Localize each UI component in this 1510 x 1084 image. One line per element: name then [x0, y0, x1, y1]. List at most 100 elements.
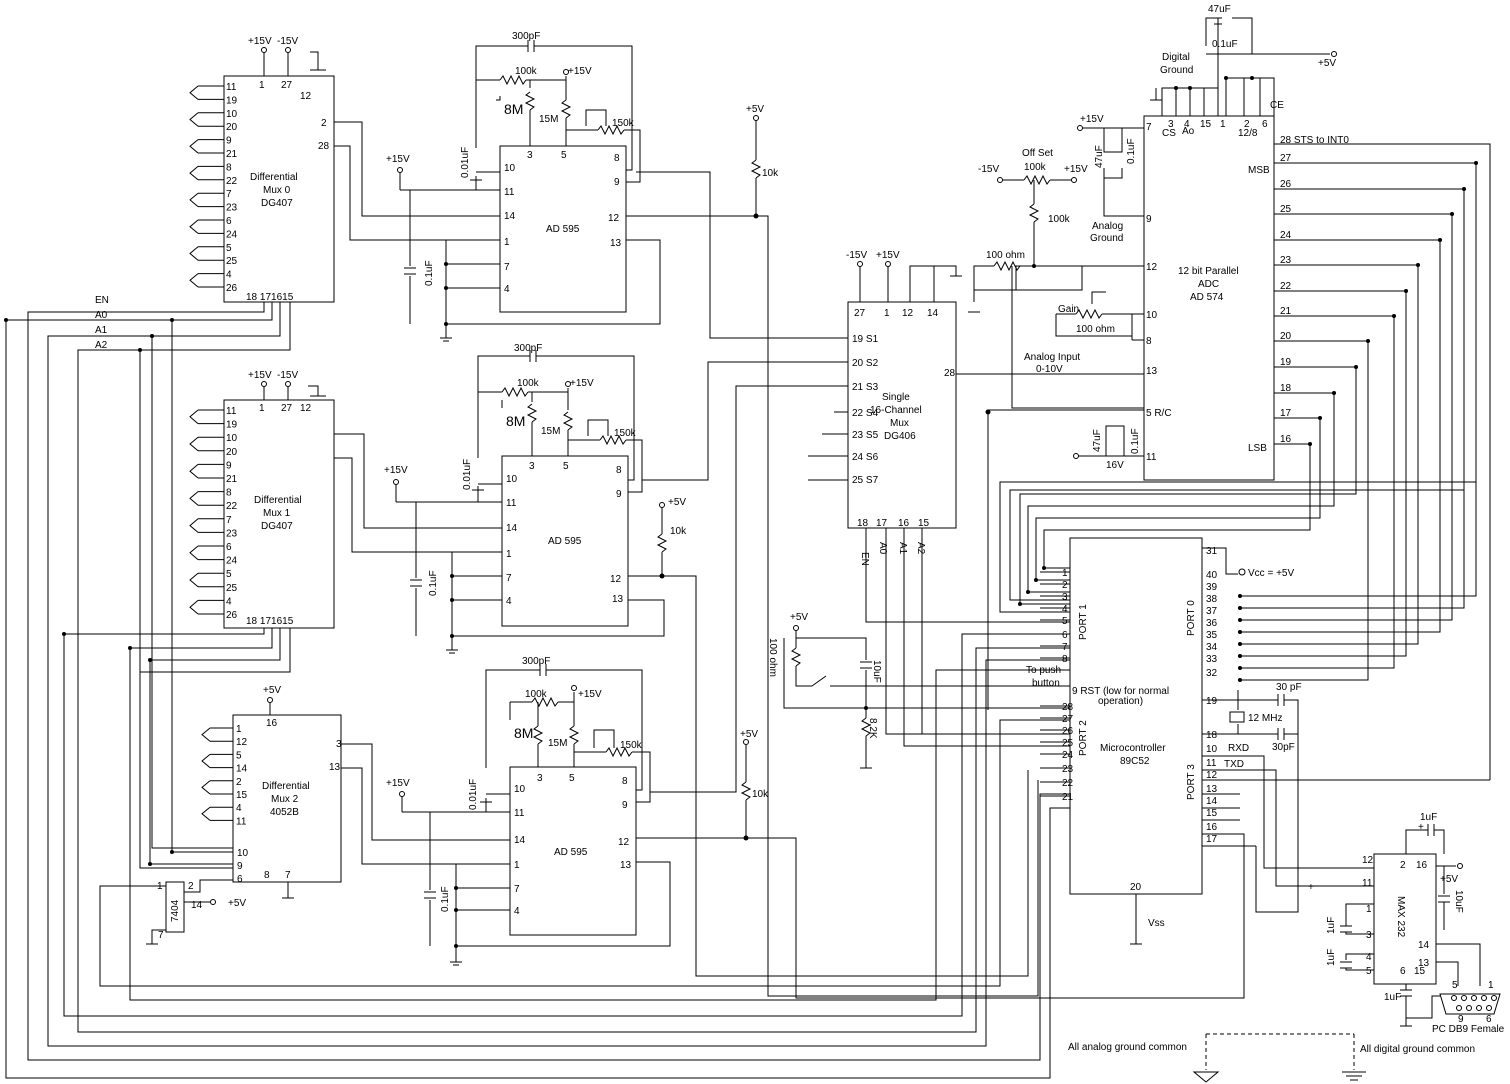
svg-text:1uF: 1uF	[1326, 917, 1337, 934]
svg-text:7: 7	[158, 930, 164, 941]
svg-text:+15V: +15V	[568, 66, 592, 77]
svg-text:12: 12	[618, 837, 630, 848]
svg-text:8: 8	[614, 153, 620, 164]
svg-text:100k: 100k	[515, 66, 538, 77]
svg-text:A0: A0	[95, 310, 108, 321]
pin-label: 24	[226, 229, 238, 240]
svg-text:TXD: TXD	[1224, 759, 1244, 770]
pin-label: 23	[1062, 764, 1074, 775]
svg-text:+15V: +15V	[1080, 114, 1104, 125]
svg-text:A0: A0	[877, 542, 888, 555]
svg-text:2: 2	[188, 881, 194, 892]
pin-label: 15	[236, 790, 248, 801]
svg-text:10k: 10k	[762, 168, 779, 179]
svg-text:21 S3: 21 S3	[852, 382, 879, 393]
svg-text:1uF: 1uF	[1420, 812, 1437, 823]
pin-label: 13	[1206, 784, 1218, 795]
pin-label: 6	[1062, 630, 1068, 641]
svg-text:9: 9	[616, 489, 622, 500]
svg-text:27: 27	[281, 80, 293, 91]
svg-text:15M: 15M	[548, 738, 567, 749]
svg-text:DG407: DG407	[261, 198, 293, 209]
svg-text:100 ohm: 100 ohm	[986, 250, 1025, 261]
pin-label: 31	[1206, 546, 1218, 557]
pin-label: 4	[226, 596, 232, 607]
svg-text:8: 8	[622, 776, 628, 787]
svg-text:47uF: 47uF	[1208, 4, 1231, 15]
svg-text:13: 13	[329, 762, 341, 773]
svg-text:LSB: LSB	[1248, 443, 1267, 454]
svg-text:RXD: RXD	[1228, 743, 1249, 754]
svg-text:2: 2	[1400, 860, 1406, 871]
pin-label: 1	[236, 724, 242, 735]
svg-text:+15V: +15V	[384, 465, 408, 476]
svg-text:Analog: Analog	[1092, 221, 1123, 232]
svg-text:Differential: Differential	[250, 172, 298, 183]
pin-label: 11	[1206, 758, 1217, 769]
svg-text:+15V: +15V	[248, 36, 272, 47]
svg-text:6: 6	[1486, 1014, 1492, 1025]
svg-text:+5V: +5V	[790, 612, 808, 623]
ad595-a-network: 300pF 100k +15V 8M 15M 150k 0.01uF +15V …	[386, 31, 641, 324]
pin-label: 22	[226, 501, 238, 512]
adc-data-bus	[999, 161, 1478, 682]
svg-text:12: 12	[300, 403, 312, 414]
svg-text:8M: 8M	[514, 725, 533, 741]
pin-label: 34	[1206, 642, 1218, 653]
svg-text:6: 6	[1400, 966, 1406, 977]
svg-text:17: 17	[876, 518, 888, 529]
pin-label: 23	[226, 203, 238, 214]
pin-label: 17	[1206, 834, 1218, 845]
svg-text:DG406: DG406	[884, 431, 916, 442]
svg-text:10k: 10k	[670, 526, 687, 537]
pin-label: 22	[1062, 778, 1074, 789]
pin-label: 4	[226, 270, 232, 281]
pin-label: 21	[226, 474, 238, 485]
pin-label: 2	[1062, 580, 1068, 591]
pin-label: 39	[1206, 582, 1218, 593]
svg-text:7: 7	[504, 262, 510, 273]
pin-label: 16	[1280, 434, 1292, 445]
svg-text:10: 10	[504, 163, 516, 174]
pin-label: 18	[1206, 730, 1218, 741]
svg-text:23 S5: 23 S5	[852, 430, 879, 441]
pin-label: 25	[226, 583, 238, 594]
pin-label: 14	[236, 764, 248, 775]
pin-label: 24	[226, 556, 238, 567]
svg-text:11: 11	[1362, 878, 1373, 889]
pin-label: 5	[1062, 616, 1068, 627]
svg-text:100k: 100k	[517, 378, 540, 389]
svg-text:1: 1	[506, 549, 512, 560]
svg-text:A1: A1	[95, 325, 108, 336]
pin-label: 25	[1280, 204, 1292, 215]
svg-text:Vcc = +5V: Vcc = +5V	[1248, 568, 1294, 579]
svg-text:8M: 8M	[506, 413, 525, 429]
svg-text:+15V: +15V	[876, 250, 900, 261]
pin-label: 35	[1206, 630, 1218, 641]
svg-text:AD 595: AD 595	[546, 224, 580, 235]
svg-text:Ground: Ground	[1090, 233, 1123, 244]
svg-text:10k: 10k	[752, 789, 769, 800]
svg-text:4: 4	[504, 284, 510, 295]
svg-text:+15V: +15V	[386, 778, 410, 789]
svg-text:A2: A2	[915, 542, 926, 555]
svg-text:6: 6	[237, 874, 243, 885]
pin-label: 12	[236, 737, 248, 748]
svg-text:AD 595: AD 595	[554, 847, 588, 858]
svg-text:operation): operation)	[1098, 696, 1143, 707]
svg-text:1: 1	[514, 860, 520, 871]
svg-text:8.2K: 8.2K	[867, 718, 878, 739]
svg-text:300pF: 300pF	[514, 343, 542, 354]
pin-label: 8	[226, 162, 232, 173]
svg-text:button: button	[1032, 678, 1060, 689]
svg-text:10uF: 10uF	[1453, 890, 1464, 913]
microcontroller-89c52: Microcontroller 89C52 PORT 1 PORT 2 PORT…	[767, 143, 1491, 945]
svg-text:5 R/C: 5 R/C	[1146, 408, 1172, 419]
svg-text:ADC: ADC	[1198, 279, 1219, 290]
ad595-a: AD 595 10 11 14 1 7 4 3 5 8 9 12 13	[499, 145, 627, 313]
svg-text:1: 1	[259, 80, 265, 91]
pin-label: 11	[226, 406, 237, 417]
ad595-c-network: 300pF 100k +15V 8M 15M 150k 0.01uF +15V …	[386, 656, 651, 946]
svg-text:12: 12	[1146, 262, 1158, 273]
